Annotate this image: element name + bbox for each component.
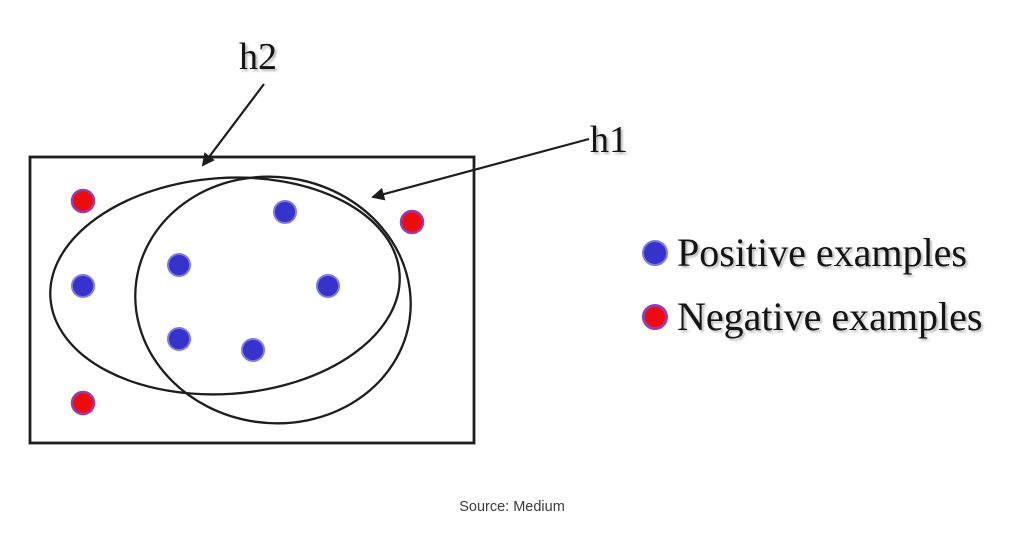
negative-example-dot-icon <box>642 304 668 330</box>
positive-example-dot <box>167 327 191 351</box>
legend-item-positive: Positive examples <box>642 221 982 285</box>
h2-arrow <box>201 83 265 167</box>
ellipse-h1 <box>134 175 412 425</box>
legend-label-negative: Negative examples <box>677 294 983 339</box>
positive-example-dot <box>71 274 95 298</box>
h2-label: h2 <box>239 36 277 78</box>
legend: Positive examples Negative examples <box>642 221 982 349</box>
positive-example-dot <box>316 274 340 298</box>
positive-example-dot <box>273 200 297 224</box>
negative-example-dot <box>70 390 96 416</box>
h1-label: h1 <box>590 119 628 161</box>
ellipse-h2 <box>49 176 401 396</box>
h1-arrow <box>371 137 590 201</box>
positive-example-dot-icon <box>642 240 668 266</box>
negative-example-dot <box>70 188 96 214</box>
source-caption: Source: Medium <box>459 499 565 515</box>
legend-item-negative: Negative examples <box>642 285 982 349</box>
boundary-rect <box>28 155 476 445</box>
negative-example-dot <box>399 209 425 235</box>
legend-label-positive: Positive examples <box>677 230 967 275</box>
positive-example-dot <box>241 338 265 362</box>
positive-example-dot <box>167 253 191 277</box>
